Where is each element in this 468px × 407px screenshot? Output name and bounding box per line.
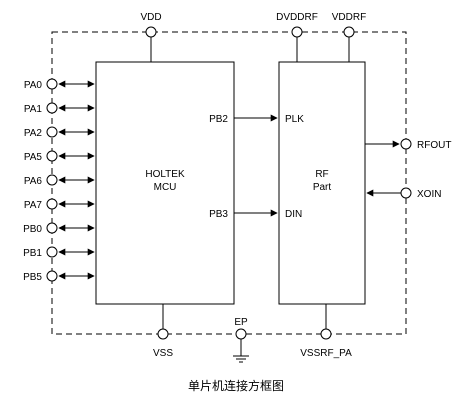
port-label: PA6 xyxy=(24,176,43,187)
port-pa7: PA7 xyxy=(24,198,95,211)
ground-icon xyxy=(233,355,249,363)
mcu-block xyxy=(95,61,235,305)
vdd-label: VDD xyxy=(140,12,161,23)
vddrf-label: VDDRF xyxy=(332,12,366,23)
rf-label-line1: RF xyxy=(315,169,328,180)
port-label: PA2 xyxy=(24,128,43,139)
port-terminal xyxy=(46,102,58,114)
port-terminal xyxy=(46,78,58,90)
port-label: PB5 xyxy=(23,272,42,283)
mcu-label-line2: MCU xyxy=(154,182,177,193)
port-pb5: PB5 xyxy=(23,270,95,283)
port-pb1: PB1 xyxy=(23,246,95,259)
port-terminal xyxy=(46,126,58,138)
port-pb0: PB0 xyxy=(23,222,95,235)
dvddrf-pin: DVDDRF xyxy=(276,12,318,62)
diagram-caption: 单片机连接方框图 xyxy=(188,378,284,393)
port-label: PB0 xyxy=(23,224,42,235)
vssrf-pa-pin: VSSRF_PA xyxy=(300,304,352,359)
vssrf-pa-label: VSSRF_PA xyxy=(300,348,352,359)
port-terminal xyxy=(46,150,58,162)
port-label: PA1 xyxy=(24,104,43,115)
rf-label-line2: Part xyxy=(313,182,332,193)
port-pa1: PA1 xyxy=(24,102,95,115)
port-terminal xyxy=(46,174,58,186)
ep-label: EP xyxy=(234,317,248,328)
vddrf-pin: VDDRF xyxy=(332,12,366,62)
vdd-pin: VDD xyxy=(140,12,162,62)
xoin-pin: XOIN xyxy=(366,187,441,200)
dvddrf-label: DVDDRF xyxy=(276,12,318,23)
signal-pb3-din: PB3 DIN xyxy=(209,209,302,220)
vss-pin: VSS xyxy=(153,304,173,359)
port-label: PA7 xyxy=(24,200,43,211)
port-pa2: PA2 xyxy=(24,126,95,139)
pb2-label: PB2 xyxy=(209,114,228,125)
vss-label: VSS xyxy=(153,348,173,359)
ep-pin: EP xyxy=(233,317,249,363)
port-terminal xyxy=(46,198,58,210)
rfout-pin: RFOUT xyxy=(365,138,451,151)
port-terminal xyxy=(46,222,58,234)
mcu-label-line1: HOLTEK xyxy=(145,169,185,180)
port-terminal xyxy=(46,270,58,282)
rfout-label: RFOUT xyxy=(417,140,451,151)
port-pa5: PA5 xyxy=(24,150,95,163)
signal-pb2-plk: PB2 PLK xyxy=(209,114,304,125)
plk-label: PLK xyxy=(285,114,304,125)
din-label: DIN xyxy=(285,209,302,220)
port-pa6: PA6 xyxy=(24,174,95,187)
port-label: PA5 xyxy=(24,152,43,163)
rf-block xyxy=(278,61,366,305)
xoin-label: XOIN xyxy=(417,189,441,200)
port-label: PB1 xyxy=(23,248,42,259)
pb3-label: PB3 xyxy=(209,209,228,220)
port-label: PA0 xyxy=(24,80,43,91)
port-pa0: PA0 xyxy=(24,78,95,91)
port-terminal xyxy=(46,246,58,258)
